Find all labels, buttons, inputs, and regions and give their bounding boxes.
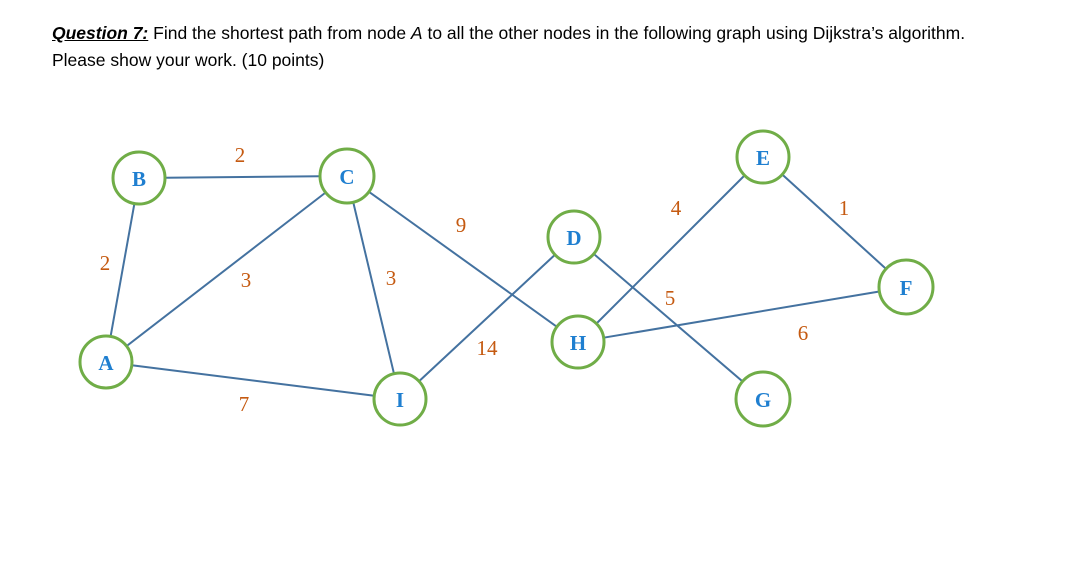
node-circle-h (550, 314, 606, 370)
node-circle-c (318, 147, 376, 205)
graph-edge-h-f (602, 290, 881, 339)
edge-weight-b-c: 2 (235, 143, 246, 167)
edge-weight-a-c: 3 (241, 268, 252, 292)
node-label-e: E (756, 146, 770, 170)
question-source-node-ref: A (410, 23, 423, 43)
edge-weight-d-g: 5 (665, 286, 676, 310)
graph-edge-h-e (595, 174, 746, 325)
graph-edge-c-h (367, 190, 558, 328)
graph-edge-e-f (781, 173, 888, 270)
node-circle-i (372, 371, 428, 427)
graph-node-h: H (550, 314, 606, 370)
node-circle-g (734, 370, 792, 428)
edge-weight-a-b: 2 (100, 251, 111, 275)
graph-canvas: 2 2 3 3 9 7 14 5 4 1 6 A B C D E F G H I (78, 129, 935, 428)
graph-node-c: C (318, 147, 376, 205)
graph-edge-d-g (592, 252, 744, 383)
graph-edge-a-c (125, 191, 327, 348)
graph-node-i: I (372, 371, 428, 427)
edge-weight-i-d: 14 (477, 336, 499, 360)
graph-edge-a-b (109, 202, 136, 338)
edge-weight-a-i: 7 (239, 392, 250, 416)
edge-weight-h-f: 6 (798, 321, 809, 345)
graph-node-d: D (546, 209, 602, 265)
graph-edge-a-i (130, 364, 376, 397)
graph-node-a: A (78, 334, 134, 390)
node-circle-f (877, 258, 935, 316)
nodes-layer: A B C D E F G H I (78, 129, 935, 428)
node-label-d: D (566, 226, 581, 250)
node-circle-d (546, 209, 602, 265)
edge-weight-c-i: 3 (386, 266, 397, 290)
question-number-label: Question 7: (52, 23, 149, 43)
node-label-b: B (132, 167, 146, 191)
graph-edge-b-c (163, 175, 322, 179)
graph-node-f: F (877, 258, 935, 316)
edge-weight-h-e: 4 (671, 196, 682, 220)
question-prompt: Question 7: Find the shortest path from … (52, 20, 1012, 74)
graph-edge-i-d (418, 253, 556, 383)
graph-node-g: G (734, 370, 792, 428)
node-label-c: C (339, 165, 354, 189)
graph-node-b: B (111, 150, 167, 206)
node-label-a: A (98, 351, 114, 375)
edge-weights-layer: 2 2 3 3 9 7 14 5 4 1 6 (100, 143, 850, 416)
edge-weight-e-f: 1 (839, 196, 850, 220)
node-circle-b (111, 150, 167, 206)
node-circle-a (78, 334, 134, 390)
edges-layer (109, 173, 888, 397)
node-label-h: H (570, 331, 586, 355)
graph-edge-c-i (352, 201, 395, 375)
node-circle-e (735, 129, 791, 185)
graph-diagram: 2 2 3 3 9 7 14 5 4 1 6 A B C D E F G H I (0, 96, 1080, 496)
question-text-part-1: Find the shortest path from node (148, 23, 411, 43)
question-text-part-2: to all the other nodes in the following … (52, 23, 966, 71)
edge-weight-c-h: 9 (456, 213, 467, 237)
graph-node-e: E (735, 129, 791, 185)
node-label-g: G (755, 388, 771, 412)
node-label-i: I (396, 388, 404, 412)
node-label-f: F (900, 276, 913, 300)
